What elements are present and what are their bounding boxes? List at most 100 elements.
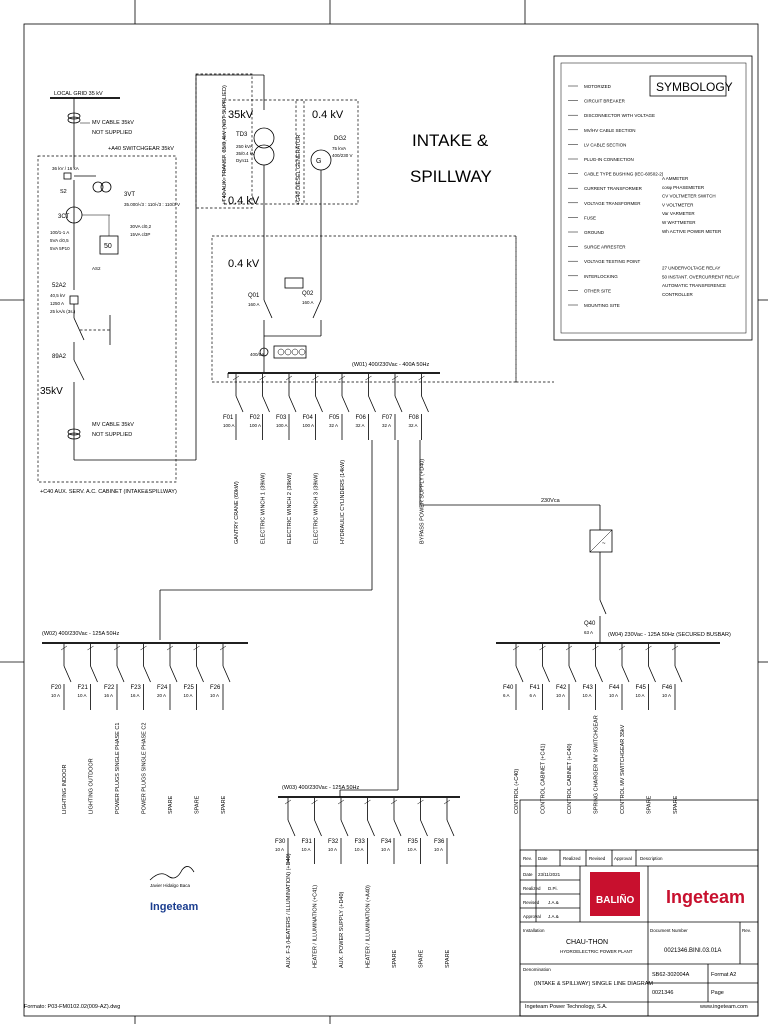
feeder-id: F30 bbox=[275, 839, 286, 845]
svg-text:63 A: 63 A bbox=[584, 630, 593, 635]
feeder-description: SPARE bbox=[392, 949, 398, 968]
svg-text:MV CABLE 35kV: MV CABLE 35kV bbox=[92, 120, 134, 126]
feeder-description: HEATER / ILLUMINATION (+A40) bbox=[366, 885, 372, 968]
feeder-id: F08 bbox=[409, 415, 420, 421]
feeder-rating: 10 A bbox=[583, 693, 592, 698]
title-block: Rev. Date Realized Revised Approval Desc… bbox=[519, 799, 759, 1017]
feeder-rating: 10 A bbox=[275, 847, 284, 852]
symbology-meter: CONTROLLER bbox=[662, 292, 694, 297]
svg-text:Date: Date bbox=[538, 856, 548, 861]
feeder-id: F03 bbox=[276, 415, 287, 421]
feeder-description: BYPASS POWER SUPPLY (+D40) bbox=[420, 459, 426, 544]
svg-text:Q01: Q01 bbox=[248, 293, 260, 299]
symbology-item: GROUND bbox=[584, 230, 605, 235]
symbology-meter: 50 INSTANT. OVERCURRENT RELAY bbox=[662, 274, 740, 279]
feeder-id: F45 bbox=[636, 685, 647, 691]
feeder-id: F35 bbox=[408, 839, 419, 845]
feeder-rating: 6 A bbox=[503, 693, 510, 698]
feeder-rating: 10 A bbox=[662, 693, 671, 698]
feeder-description: SPARE bbox=[673, 795, 679, 814]
svg-text:J.A.&: J.A.& bbox=[548, 900, 559, 905]
feeder-description: LIGHTING INDOOR bbox=[62, 764, 68, 814]
feeder-description: ELECTRIC WINCH 2 (39kW) bbox=[287, 473, 293, 544]
svg-text:~: ~ bbox=[602, 541, 606, 547]
ups-icon bbox=[589, 529, 613, 553]
feeder-f46: F46 10 A SPARE bbox=[662, 644, 683, 814]
feeder-rating: 10 A bbox=[328, 847, 337, 852]
svg-text:160 A: 160 A bbox=[302, 300, 314, 305]
transformer-generator: +T40 AUX. TRANSF. 35/0,4kV (NOT SUPPLIED… bbox=[195, 73, 359, 280]
svg-text:230Vca: 230Vca bbox=[541, 498, 561, 504]
svg-text:(W02) 400/230Vac - 125A 50Hz: (W02) 400/230Vac - 125A 50Hz bbox=[42, 631, 119, 637]
feeder-id: F20 bbox=[51, 685, 62, 691]
local-grid-label: LOCAL GRID 35 kV bbox=[54, 91, 103, 97]
svg-text:CHAU-THON: CHAU-THON bbox=[566, 939, 608, 946]
svg-text:Revised: Revised bbox=[589, 856, 606, 861]
svg-text:1250 A: 1250 A bbox=[50, 301, 64, 306]
feeder-id: F32 bbox=[328, 839, 339, 845]
svg-text:(W04) 230Vac - 125A 50Hz (SEC: (W04) 230Vac - 125A 50Hz (SECURED BUSBAR… bbox=[608, 632, 731, 638]
feeder-id: F05 bbox=[329, 415, 340, 421]
transformer-winding-icon bbox=[253, 127, 275, 149]
svg-text:MV CABLE 35kV: MV CABLE 35kV bbox=[92, 422, 134, 428]
svg-text:D.Pi.: D.Pi. bbox=[548, 886, 558, 891]
svg-text:Date: Date bbox=[523, 872, 533, 877]
svg-text:89A2: 89A2 bbox=[52, 354, 67, 360]
svg-text:(W03) 400/230Vac - 125A 50Hz: (W03) 400/230Vac - 125A 50Hz bbox=[282, 785, 359, 791]
symbology-item: MV/HV CABLE SECTION bbox=[584, 128, 636, 133]
svg-text:Approval: Approval bbox=[614, 856, 632, 861]
svg-text:SB62-302004A: SB62-302004A bbox=[652, 972, 690, 978]
svg-text:75 kVA: 75 kVA bbox=[332, 146, 346, 151]
feeder-id: F40 bbox=[503, 685, 514, 691]
feeder-description: LIGHTING OUTDOOR bbox=[89, 758, 95, 814]
feeder-description: POWER PLUGS SINGLE PHASE C2 bbox=[142, 723, 148, 814]
svg-text:400/5A: 400/5A bbox=[250, 352, 264, 357]
symbology-item: OTHER SITE bbox=[584, 288, 611, 293]
signature: Javier Hidalgo Baca Ingeteam bbox=[149, 866, 199, 913]
svg-text:SPILLWAY: SPILLWAY bbox=[410, 167, 492, 186]
svg-text:160 A: 160 A bbox=[248, 302, 260, 307]
feeder-id: F02 bbox=[250, 415, 261, 421]
busbar-w04-group: 230Vca ~ Q40 63 A (W04) 230Vac - 125A 50… bbox=[419, 440, 731, 814]
feeder-rating: 10 A bbox=[302, 847, 311, 852]
svg-text:40,5 kV: 40,5 kV bbox=[50, 293, 65, 298]
svg-text:G: G bbox=[316, 158, 321, 165]
feeder-description: CONTROL MV SWITCHGEAR 35kV bbox=[620, 724, 626, 814]
svg-text:5VA cl0,5: 5VA cl0,5 bbox=[50, 238, 69, 243]
feeder-id: F01 bbox=[223, 415, 234, 421]
feeder-description: GANTRY CRANE (60kW) bbox=[234, 481, 240, 544]
symbology-item: MOTORIZED bbox=[584, 84, 612, 89]
feeder-id: F33 bbox=[355, 839, 366, 845]
svg-text:Realized: Realized bbox=[523, 886, 541, 891]
feeder-description: SPARE bbox=[647, 795, 653, 814]
svg-text:Realized: Realized bbox=[563, 856, 581, 861]
feeder-id: F46 bbox=[662, 685, 673, 691]
svg-text:+T40 AUX. TRANSF. 35/0,4kV (NO: +T40 AUX. TRANSF. 35/0,4kV (NOT SUPPLIED… bbox=[222, 85, 228, 205]
lv-incoming: 0.4 kV Q01 160 A Q02 160 A 400/5A (W01) … bbox=[227, 258, 440, 378]
feeder-rating: 10 A bbox=[556, 693, 565, 698]
svg-text:S2: S2 bbox=[60, 189, 67, 195]
feeder-description: SPARE bbox=[419, 949, 425, 968]
svg-text:52A2: 52A2 bbox=[52, 283, 67, 289]
symbology-meter: V VOLTMETER bbox=[662, 202, 694, 207]
symbology-meter: AUTOMATIC TRANSFERENCE bbox=[662, 283, 726, 288]
symbology-item: VOLTAGE TRANSFORMER bbox=[584, 201, 641, 206]
svg-text:DG2: DG2 bbox=[334, 136, 347, 142]
svg-text:23/11/2021: 23/11/2021 bbox=[538, 872, 561, 877]
feeder-rating: 10 A bbox=[636, 693, 645, 698]
svg-text:Denomination: Denomination bbox=[523, 967, 551, 972]
symbology-item: VOLTAGE TESTING POINT bbox=[584, 259, 641, 264]
feeder-id: F21 bbox=[78, 685, 89, 691]
